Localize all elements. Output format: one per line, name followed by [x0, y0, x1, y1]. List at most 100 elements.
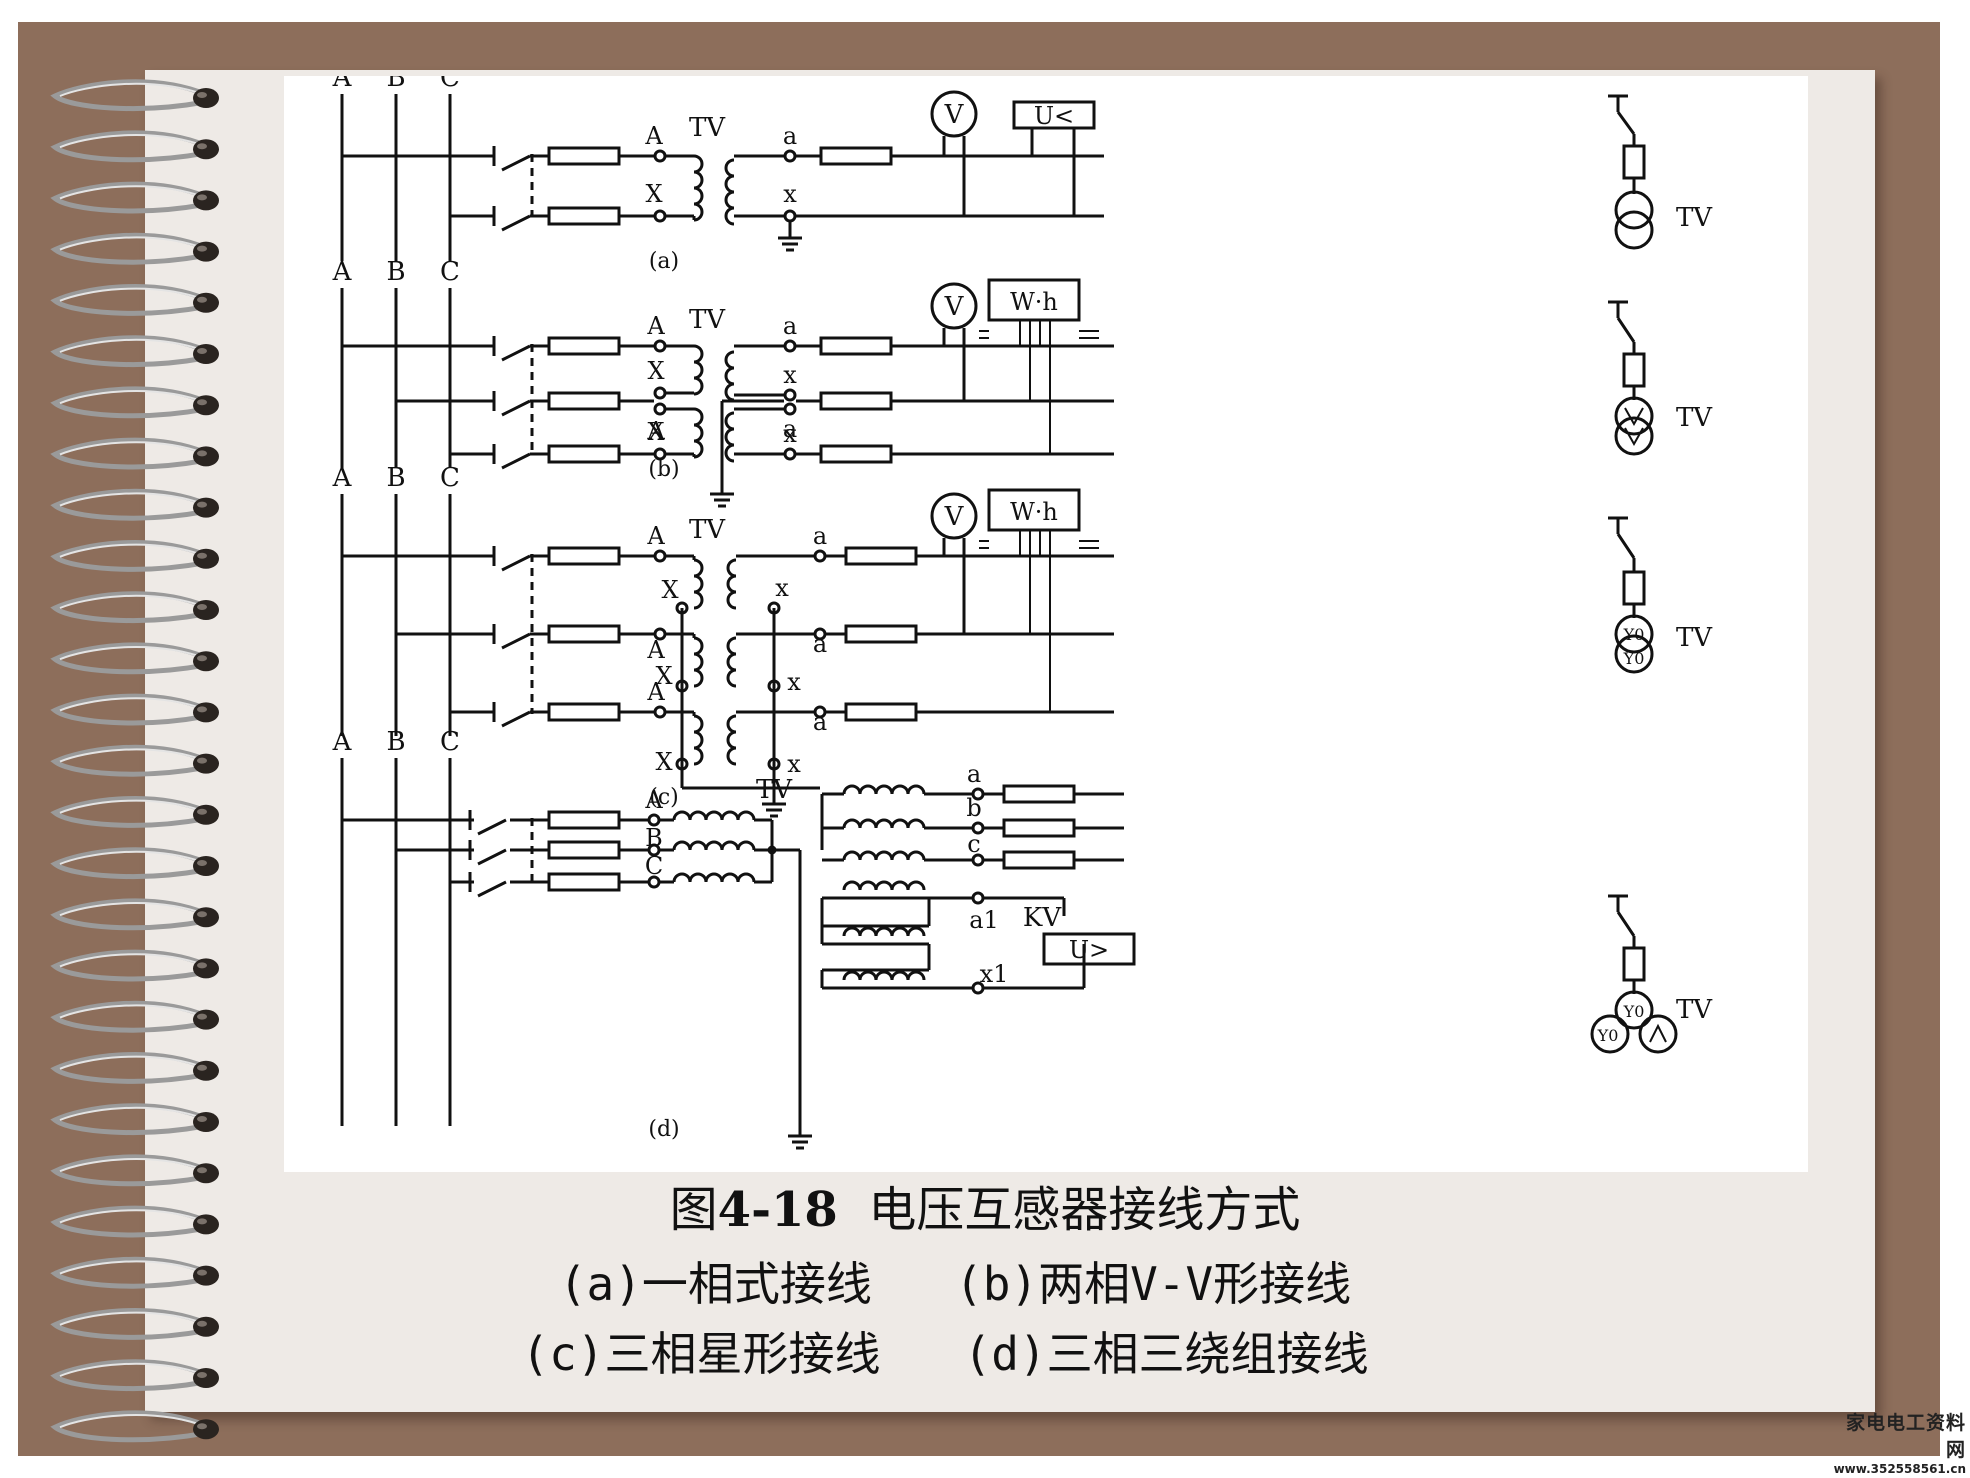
terminal-label: A [646, 678, 665, 706]
winding-coil [672, 840, 756, 851]
terminal [813, 549, 827, 563]
terminal [653, 549, 667, 563]
disconnector [501, 554, 531, 572]
disconnector [477, 848, 507, 866]
winding-coil [842, 818, 926, 829]
tv-label: TV [689, 305, 726, 335]
binding-ring [50, 1154, 219, 1187]
terminal-label: x [783, 361, 797, 389]
terminal-label: x [787, 668, 801, 696]
fuse [819, 336, 893, 356]
binding-ring [50, 796, 219, 828]
symbol-mark: Y0 [1597, 1026, 1619, 1045]
meter-label: W·h [1010, 288, 1058, 316]
fuse [547, 624, 621, 644]
terminal [653, 447, 667, 461]
terminal-label: A [646, 417, 665, 445]
binding-ring [50, 949, 219, 982]
terminal [647, 813, 661, 827]
bus-label: B [386, 76, 405, 93]
symbol-mark: Y0 [1623, 649, 1645, 668]
fuse [547, 206, 621, 226]
symbol-switch [1616, 533, 1636, 559]
tv-label: TV [689, 515, 726, 545]
voltmeter [930, 282, 978, 330]
binding-ring [50, 1052, 219, 1084]
terminal-label: b [966, 794, 981, 822]
symbol-winding [1590, 1014, 1630, 1054]
tv-label: TV [689, 113, 726, 143]
undervoltage-relay [1012, 100, 1096, 130]
bus-label: C [440, 463, 460, 493]
terminal [971, 853, 985, 867]
winding-coil [842, 926, 926, 937]
terminal-label: a1 [969, 906, 999, 934]
terminal [653, 209, 667, 223]
meter-label: V [944, 292, 965, 322]
bus-label: B [386, 727, 405, 757]
winding-coil [842, 970, 926, 981]
terminal-label: a [967, 760, 981, 788]
panel-label: (c) [649, 785, 679, 810]
winding-coil [726, 558, 737, 610]
terminal [653, 705, 667, 719]
binding-ring [50, 488, 219, 521]
terminal-label: a [813, 522, 827, 550]
binding-ring [50, 1308, 219, 1340]
binding-ring [50, 1103, 219, 1136]
terminal [653, 402, 667, 416]
terminal [971, 981, 985, 995]
binding-ring [50, 693, 219, 726]
fuse [547, 702, 621, 722]
symbol-winding [1614, 190, 1654, 230]
binding-ring [50, 898, 219, 931]
winding-coil [672, 872, 756, 883]
symbol-winding [1614, 210, 1654, 250]
disconnector [501, 452, 531, 470]
symbol-fuse [1622, 570, 1646, 606]
spiral-binding [50, 79, 219, 1443]
winding-coil [724, 411, 735, 463]
winding-coil [724, 158, 735, 226]
terminal-label: a [783, 415, 797, 443]
disconnector [501, 344, 531, 362]
symbol-winding [1614, 990, 1654, 1030]
fuse [844, 546, 918, 566]
terminal [971, 891, 985, 905]
meter-label: KV [1023, 903, 1062, 933]
watermark-text: 家电电工资料网 [1845, 1412, 1966, 1461]
disconnector [501, 399, 531, 417]
binding-ring [50, 540, 219, 572]
winding-coil [693, 714, 704, 766]
symbol-delta-mark [1649, 1023, 1667, 1043]
symbol-winding [1614, 634, 1654, 674]
bus-label: C [440, 257, 460, 287]
bus-label: A [332, 257, 353, 287]
terminal [647, 875, 661, 889]
winding-coil [842, 784, 926, 795]
fuse [819, 391, 893, 411]
bus-label: A [332, 727, 353, 757]
symbol-fuse [1622, 352, 1646, 388]
terminal [653, 149, 667, 163]
meter-label: V [944, 502, 965, 532]
binding-ring [50, 437, 219, 470]
terminal [813, 705, 827, 719]
symbol-label: TV [1676, 403, 1713, 433]
bus-label: C [440, 727, 460, 757]
symbol-v-mark [1624, 407, 1644, 427]
terminal-label: x [787, 750, 801, 778]
fuse [1002, 850, 1076, 870]
binding-ring [50, 335, 219, 368]
winding-coil [693, 154, 704, 222]
bus-label: C [440, 76, 460, 93]
terminal-label: B [645, 824, 663, 852]
terminal-label: a [783, 122, 797, 150]
binding-ring [50, 284, 219, 316]
terminal-label: A [646, 312, 665, 340]
terminal-label: X [655, 748, 672, 776]
terminal [971, 787, 985, 801]
symbol-switch [1616, 317, 1636, 343]
